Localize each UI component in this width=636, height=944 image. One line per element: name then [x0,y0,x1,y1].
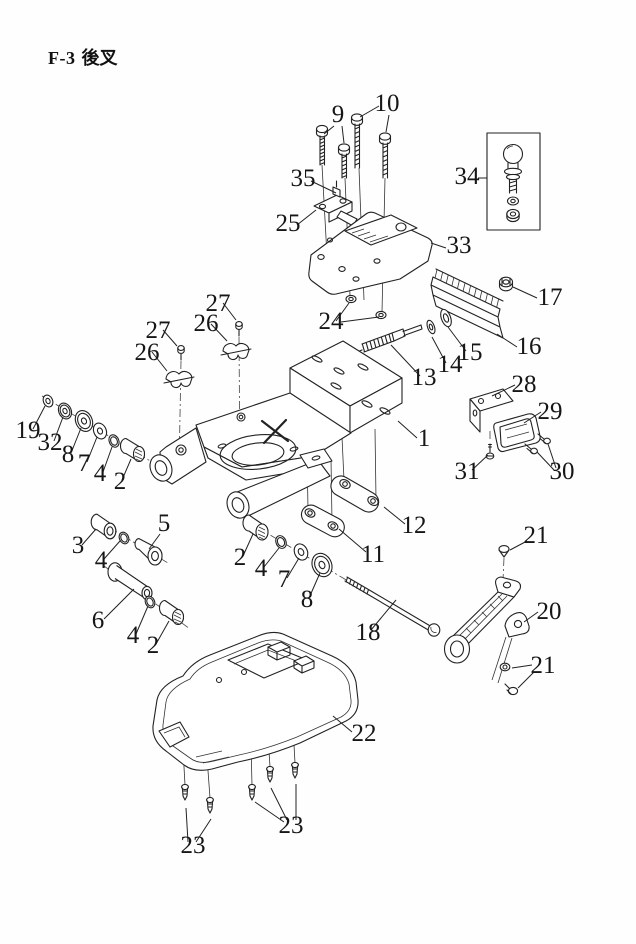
callout-4-30: 4 [95,547,108,574]
callout-26-13: 26 [194,310,219,337]
callout-13-10: 13 [412,364,437,391]
part-screws-23-drawing [181,761,299,814]
callout-32-20: 32 [38,429,63,456]
part-bracket-28-31-drawing [469,388,551,460]
callout-8-21: 8 [62,441,75,468]
callout-31-25: 31 [455,458,480,485]
callout-11-28: 11 [361,541,385,568]
callout-2-24: 2 [114,468,127,495]
callout-18-41: 18 [356,619,381,646]
callout-24-11: 24 [319,308,345,335]
callout-7-35: 7 [278,566,291,593]
callout-20-40: 20 [537,598,562,625]
part-skidplate-22-23-drawing [152,631,359,814]
callout-21-42: 21 [531,652,556,679]
callout-12-27: 12 [402,512,427,539]
callout-5-31: 5 [158,510,171,537]
callout-7-22: 7 [78,450,91,477]
callout-4-23: 4 [94,460,107,487]
figure-code: F-3 [48,48,76,68]
part-bracket-25-35-drawing [313,180,358,227]
callout-15-8: 15 [458,339,483,366]
callout-10-1: 10 [375,90,400,117]
part-guard-20-21-drawing [443,545,530,696]
part-plate-33-drawing [308,211,433,295]
callout-4-38: 4 [127,622,140,649]
part-rail-16-drawing [430,268,514,339]
callout-1-18: 1 [418,425,431,452]
leader-lines [32,105,557,843]
callout-27-12: 27 [206,290,231,317]
callout-21-32: 21 [524,522,549,549]
part-nuts-24-drawing [345,294,387,320]
callout-14-9: 14 [438,351,464,378]
callout-23-44: 23 [279,812,304,839]
callout-4-34: 4 [255,555,268,582]
callout-2-39: 2 [147,632,160,659]
part-clamps-26-27-drawing [163,321,252,389]
callout-30-26: 30 [550,458,575,485]
callout-27-14: 27 [146,317,171,344]
part-ball-34-drawing [486,132,541,231]
callout-16-7: 16 [517,333,542,360]
callout-26-15: 26 [135,339,160,366]
part-left-stack-drawing [42,394,146,463]
callout-34-2: 34 [455,163,481,190]
callout-33-5: 33 [447,232,472,259]
callout-35-3: 35 [291,165,316,192]
callout-9-0: 9 [332,101,345,128]
callout-29-17: 29 [538,398,563,425]
part-straps-11-12-drawing [300,475,380,538]
callout-6-37: 6 [92,607,105,634]
callout-17-6: 17 [538,284,563,311]
callout-2-33: 2 [234,544,247,571]
part-adjuster-13-14-15-drawing [356,308,452,353]
figure-name: 後叉 [81,48,118,68]
callout-23-45: 23 [181,832,206,859]
part-bolts-9-10-drawing [315,113,392,179]
callout-3-29: 3 [72,532,85,559]
callout-25-4: 25 [276,210,301,237]
part-swingarm-1-drawing [149,340,403,519]
callout-22-43: 22 [352,720,377,747]
callout-8-36: 8 [301,586,314,613]
callout-28-16: 28 [512,371,537,398]
callout-19-19: 19 [16,417,41,444]
part-centre-stack-axle-18-drawing [242,514,441,637]
part-lower-left-spacers-drawing [90,513,185,626]
